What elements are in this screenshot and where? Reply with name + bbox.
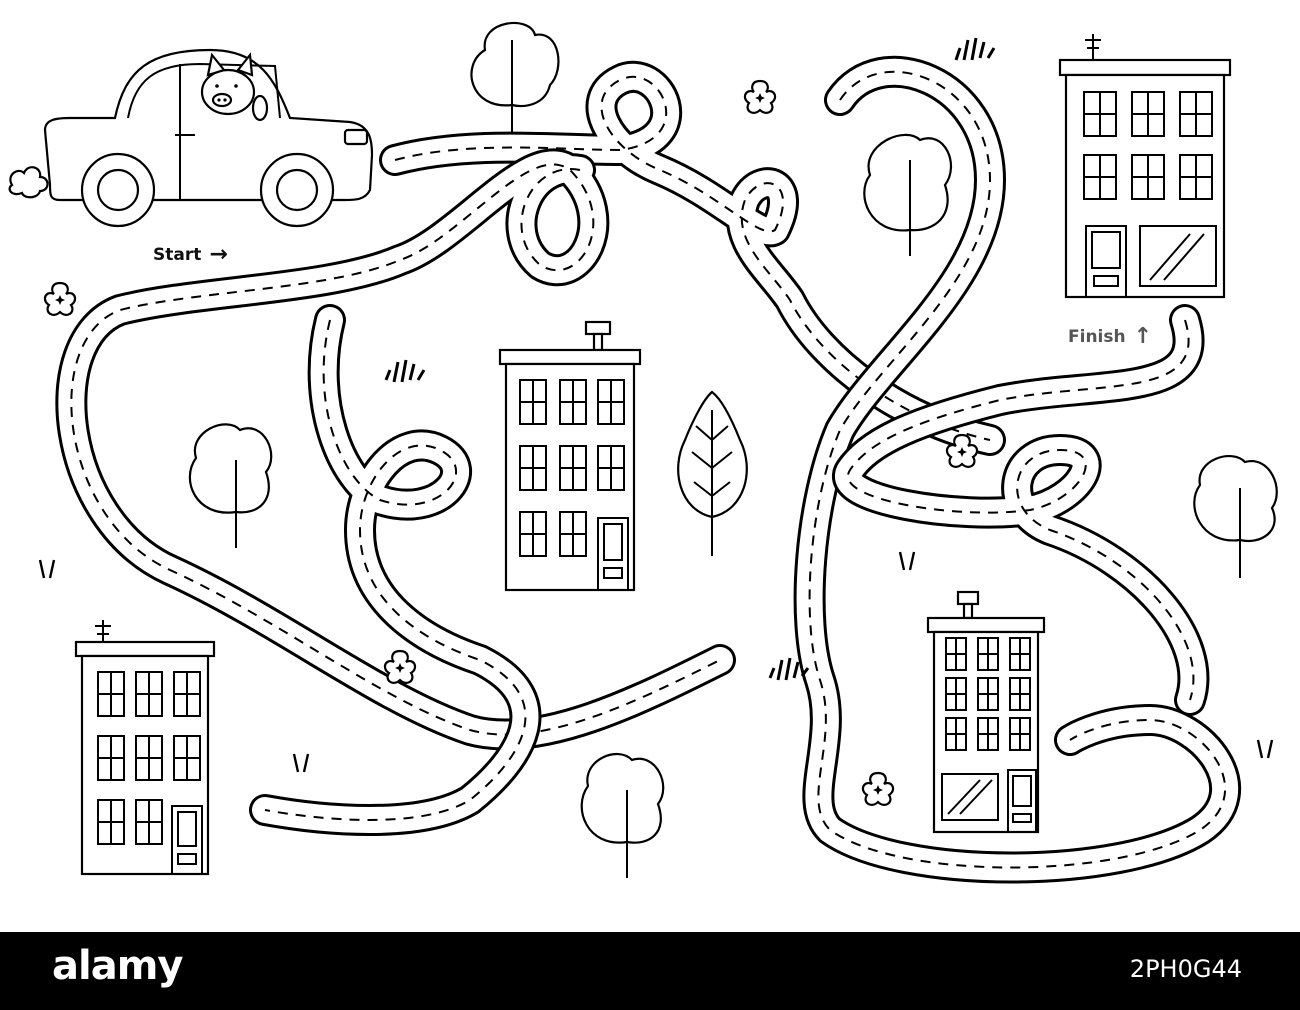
flower-icon — [43, 281, 77, 316]
tree-top-center — [470, 21, 560, 132]
road-upper-loops[interactable] — [379, 60, 1006, 456]
exhaust-cloud — [8, 166, 49, 199]
road-middle-loop[interactable] — [249, 304, 542, 836]
road-finish-branch[interactable] — [832, 304, 1210, 716]
tree-right — [1193, 454, 1278, 578]
building-bottom-right — [926, 590, 1046, 834]
road-right-top[interactable] — [793, 55, 1241, 884]
building-bottom-left — [74, 620, 216, 876]
tree-top-right — [863, 133, 953, 256]
maze-roads — [55, 55, 1241, 884]
up-arrow-icon: ↑ — [1133, 324, 1153, 349]
right-arrow-icon: → — [209, 242, 228, 267]
finish-label: Finish ↑ — [1068, 326, 1152, 348]
finish-text: Finish — [1068, 327, 1126, 347]
tree-left — [188, 423, 273, 548]
flower-icon — [945, 433, 979, 468]
road-left-big-loop[interactable] — [55, 148, 736, 751]
grass-sprout-icon — [38, 551, 1274, 773]
flower-icon — [383, 649, 417, 684]
pig-driver — [200, 52, 269, 122]
start-label: Start → — [153, 244, 228, 266]
tree-bottom-center — [580, 752, 665, 878]
car-window — [127, 62, 281, 119]
steering-wheel — [251, 94, 269, 122]
flower-icon — [861, 771, 895, 806]
tree-leaf-center — [677, 390, 748, 556]
flower-icon — [743, 79, 777, 114]
watermark-footer — [0, 932, 1300, 1010]
maze-scene — [8, 21, 1278, 884]
start-text: Start — [153, 245, 202, 265]
image-code: 2PH0G44 — [1129, 955, 1242, 983]
car-with-pig[interactable] — [8, 48, 374, 228]
brand-logo: alamy — [52, 943, 183, 989]
building-finish — [1058, 34, 1232, 299]
grass-icon — [384, 37, 996, 681]
building-center — [498, 320, 642, 592]
